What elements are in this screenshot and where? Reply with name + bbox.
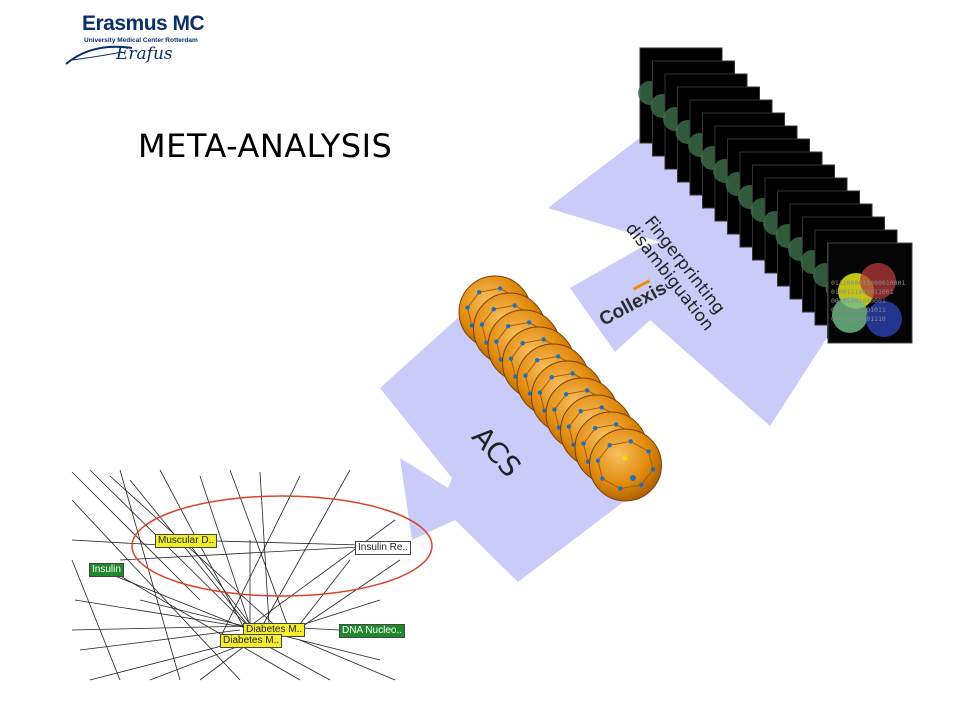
network-edge	[249, 519, 396, 627]
network-edge	[71, 625, 251, 631]
network-edge	[71, 559, 121, 681]
logo-name: Erasmus MC	[82, 12, 205, 35]
logo-script: Erafus	[116, 44, 173, 64]
network-edge	[299, 559, 351, 625]
network-edge	[219, 475, 301, 639]
binary-row: 0111000011000010001	[831, 279, 905, 287]
fingerprint-arrow	[548, 130, 832, 426]
network-edge	[199, 475, 251, 627]
focus-node	[630, 475, 636, 481]
binary-row: 01010101101011	[831, 306, 886, 314]
network-edge	[71, 539, 161, 546]
network-edge	[71, 499, 241, 681]
network-edge	[189, 544, 251, 625]
network-edge	[259, 471, 271, 641]
front-document-card: 0111000011000010001010011100101100100101…	[827, 242, 913, 344]
network-edge	[89, 469, 251, 629]
network-edge	[119, 546, 361, 561]
network-edge	[299, 639, 396, 681]
network-edge	[71, 471, 201, 601]
network-edge	[109, 475, 281, 631]
network-edge	[159, 469, 245, 629]
logo-subtitle: University Medical Center Rotterdam	[84, 37, 198, 44]
network-edge	[299, 627, 341, 631]
network-edge	[109, 569, 301, 681]
network-edge	[259, 641, 331, 681]
network-edge	[99, 569, 251, 631]
binary-row: 00101001010001	[831, 297, 886, 305]
network-edge	[199, 641, 251, 681]
concept-sphere-chain	[458, 275, 662, 502]
page-title: META-ANALYSIS	[138, 127, 393, 165]
network-edge	[129, 479, 261, 641]
logo-swoosh	[65, 45, 133, 65]
document-stack: 0111000011000010001010011100101100100101…	[638, 47, 913, 344]
binary-row: 0100111001011001	[831, 288, 894, 296]
acs-arrow	[380, 298, 660, 582]
network-edge	[229, 469, 291, 633]
network-edge	[299, 559, 401, 629]
erasmus-mc-logo: Erasmus MC University Medical Center Rot…	[62, 12, 205, 72]
concept-sphere	[589, 428, 662, 502]
network-edge	[89, 639, 246, 681]
network-edge	[119, 469, 181, 681]
network-edge	[74, 599, 251, 629]
focus-node	[622, 455, 628, 461]
highlight-ellipse	[131, 495, 433, 597]
binary-row: 00011101101110	[831, 315, 886, 323]
